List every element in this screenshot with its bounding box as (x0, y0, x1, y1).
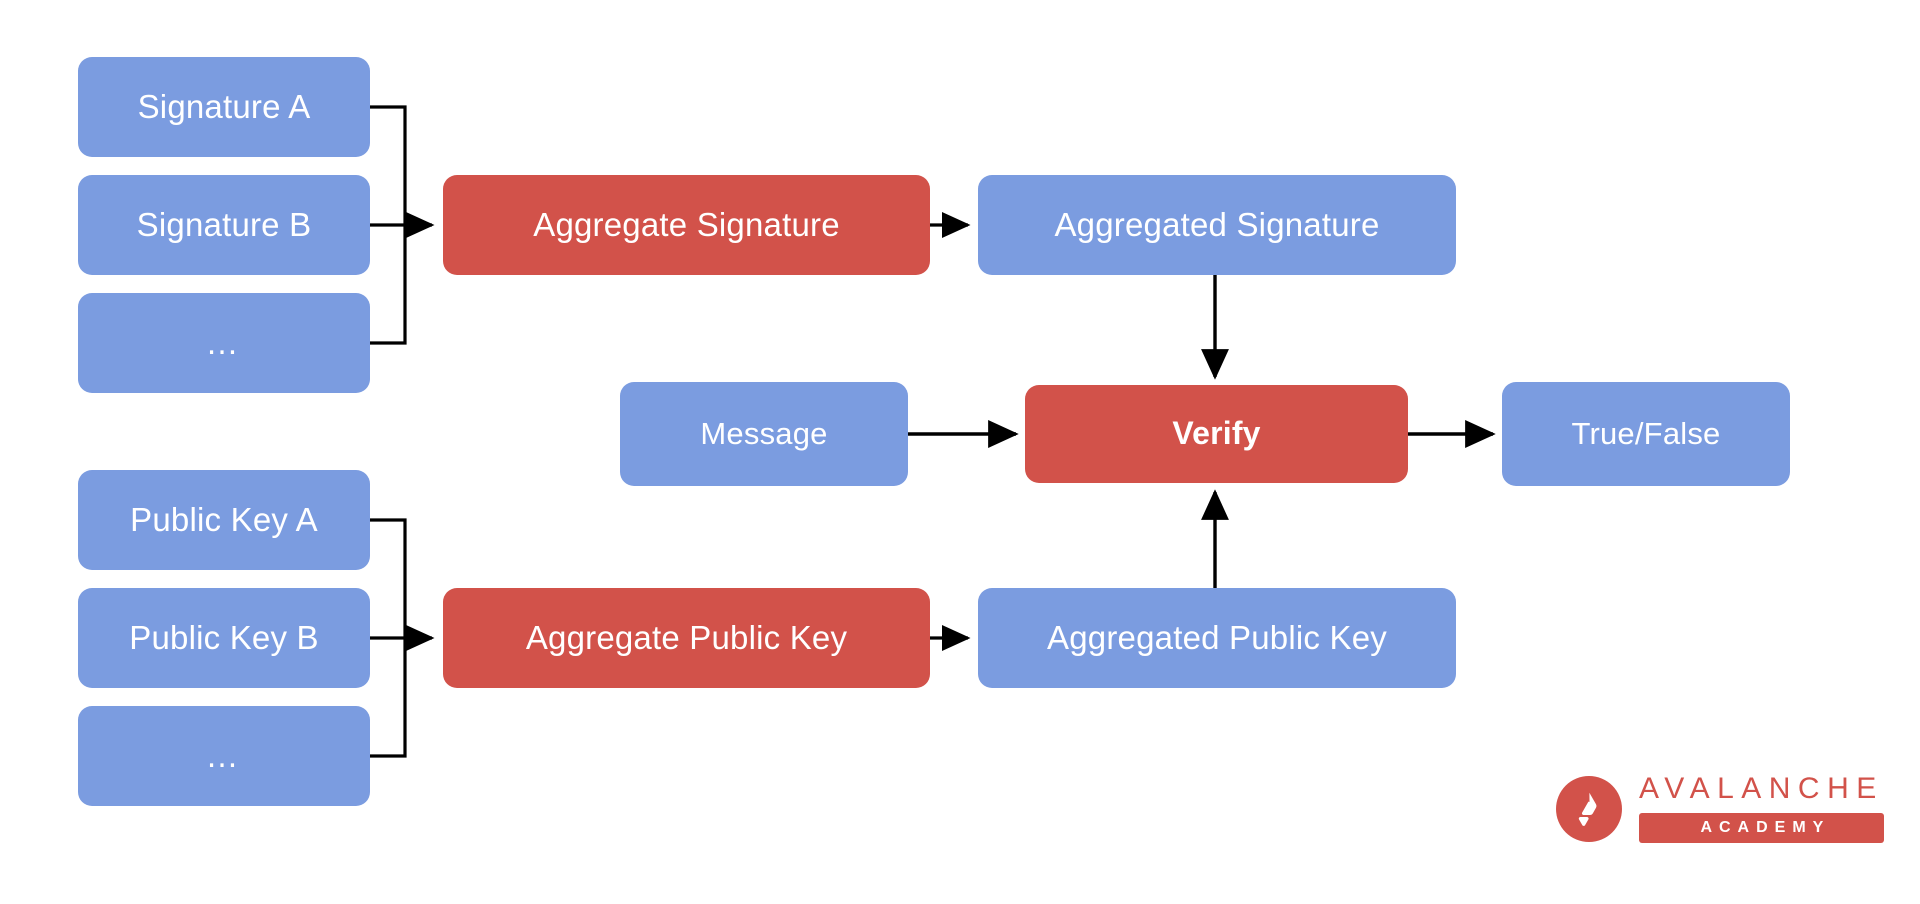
avalanche-logo-icon (1556, 775, 1622, 842)
connector-signature-bus (370, 105, 435, 345)
node-message[interactable]: Message (620, 382, 908, 486)
node-signature-more[interactable]: … (78, 293, 370, 393)
node-aggregate-signature[interactable]: Aggregate Signature (443, 175, 930, 275)
node-label: Public Key B (129, 618, 319, 656)
logo-wordmark: AVALANCHE (1639, 772, 1884, 805)
logo-text: AVALANCHE ACADEMY (1639, 774, 1884, 843)
node-label: True/False (1571, 415, 1721, 451)
node-label: Signature A (137, 87, 311, 125)
node-label: Verify (1172, 415, 1261, 452)
node-aggregated-signature[interactable]: Aggregated Signature (978, 175, 1456, 275)
avalanche-academy-logo: AVALANCHE ACADEMY (1556, 774, 1884, 843)
node-true-false[interactable]: True/False (1502, 382, 1790, 486)
node-aggregate-public-key[interactable]: Aggregate Public Key (443, 588, 930, 688)
logo-academy-badge: ACADEMY (1639, 813, 1884, 843)
avalanche-triangle-glyph (1578, 792, 1597, 826)
node-label: Aggregated Public Key (1047, 618, 1387, 656)
connector-public-key-bus (370, 518, 435, 758)
node-label: Aggregated Signature (1054, 205, 1380, 243)
node-verify[interactable]: Verify (1025, 385, 1408, 483)
node-public-key-more[interactable]: … (78, 706, 370, 806)
node-public-key-a[interactable]: Public Key A (78, 470, 370, 570)
node-label: Public Key A (130, 500, 318, 538)
node-label: Signature B (136, 205, 312, 243)
node-aggregated-public-key[interactable]: Aggregated Public Key (978, 588, 1456, 688)
node-label: … (205, 323, 243, 361)
node-signature-a[interactable]: Signature A (78, 57, 370, 157)
node-label: Aggregate Signature (533, 205, 840, 243)
node-signature-b[interactable]: Signature B (78, 175, 370, 275)
node-label: Aggregate Public Key (525, 618, 848, 656)
node-public-key-b[interactable]: Public Key B (78, 588, 370, 688)
node-label: Message (700, 415, 828, 451)
node-label: … (205, 736, 243, 774)
